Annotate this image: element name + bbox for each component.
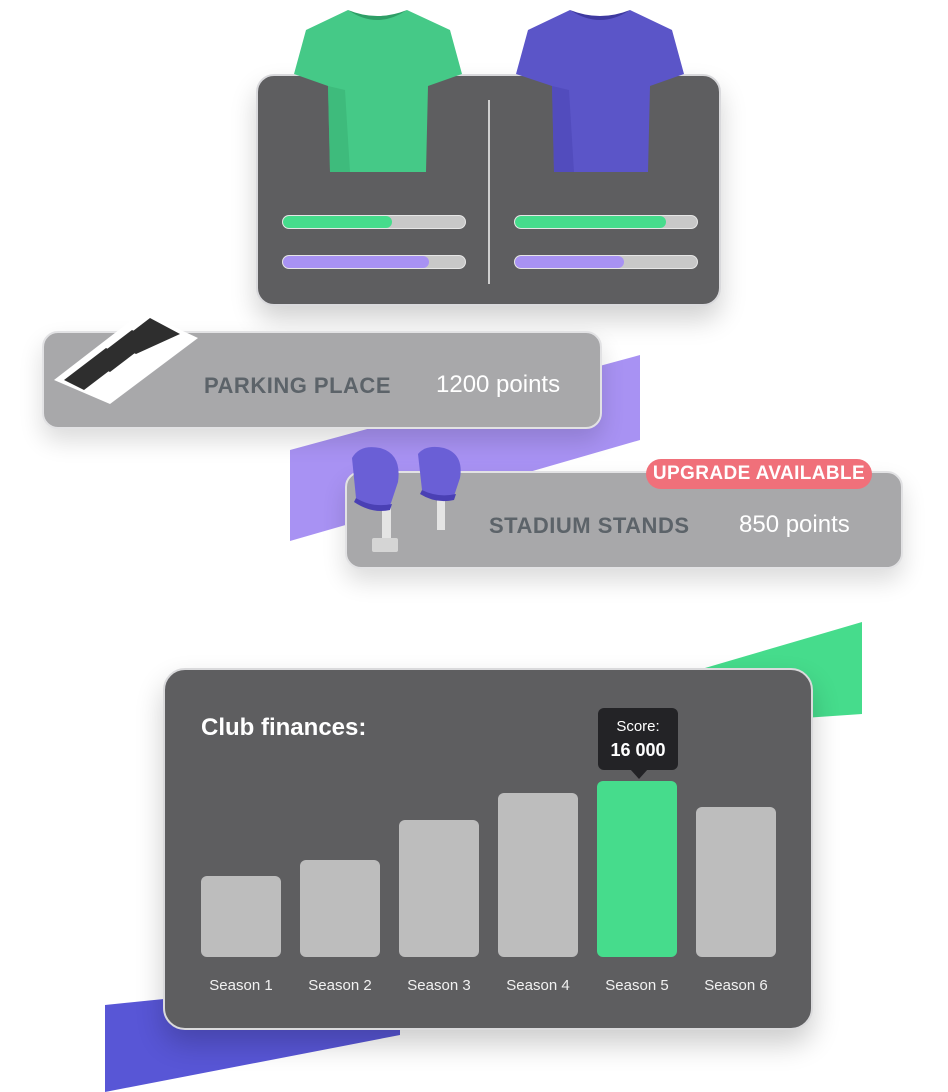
chart-category-label: Season 5 [605,977,669,994]
chart-category-label: Season 2 [308,977,372,994]
stat-bar-fill [283,256,429,268]
chart-bar-6[interactable] [696,807,776,957]
chart-category-label: Season 3 [407,977,471,994]
chart-bar-3[interactable] [399,819,479,957]
upgrade-title: PARKING PLACE [204,373,391,398]
upgrade-points: 850 points [739,511,850,538]
stat-bar-left-2 [282,255,466,269]
chart-category-label: Season 6 [704,977,768,994]
card-title: Club finances: [201,714,367,741]
stat-bar-fill [515,256,625,268]
stat-bar-right-1 [514,215,698,229]
upgrade-available-badge[interactable]: UPGRADE AVAILABLE [646,459,872,489]
jersey-comparison-card [256,74,721,306]
chart-category-label: Season 1 [209,977,273,994]
upgrade-points: 1200 points [436,371,561,398]
parking-lot-icon [54,312,198,404]
green-jersey-icon [294,10,462,172]
chart-category-label: Season 4 [506,977,570,994]
chart-bar-1[interactable] [201,876,281,957]
tooltip-arrow [630,769,648,779]
stat-bar-left-1 [282,215,466,229]
blue-jersey-icon [516,10,684,172]
stat-bar-fill [515,216,667,228]
chart-bar-4[interactable] [498,793,578,957]
club-finances-card: Club finances: Season 1 Season 2 Season 3 S… [163,668,813,1030]
chart-bar-5[interactable] [597,781,677,957]
stat-bar-right-2 [514,255,698,269]
tooltip-value: 16 000 [610,740,666,760]
stadium-seat-icon [352,446,461,552]
stat-bar-fill [283,216,393,228]
tooltip-label: Score: [616,718,660,735]
chart-bar-2[interactable] [300,860,380,957]
upgrade-title: STADIUM STANDS [489,513,690,538]
divider [488,100,490,284]
score-tooltip: Score: 16 000 [598,708,678,770]
